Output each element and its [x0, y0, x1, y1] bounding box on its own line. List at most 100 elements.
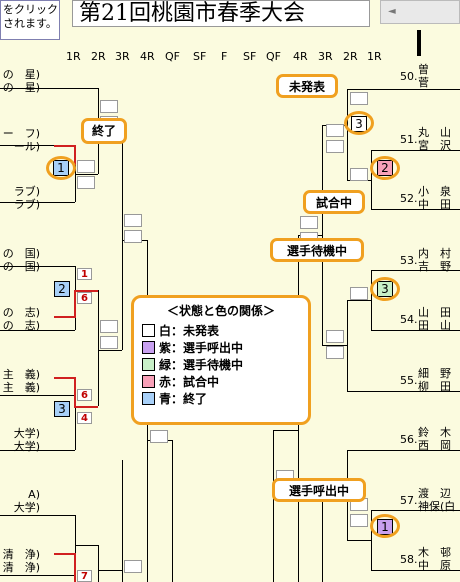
right-player-pair-50[interactable]: 曽 菅 [418, 63, 429, 89]
score-value: 6 [77, 292, 92, 304]
court-status-box[interactable]: 3 [54, 401, 70, 417]
win-line [54, 316, 76, 318]
score-value: 1 [77, 268, 92, 280]
left-player-pair-9[interactable]: 清 浄) 清 浄) [2, 548, 40, 574]
highlight-ring [46, 156, 76, 180]
bracket-line [322, 345, 347, 346]
court-status-box[interactable]: 2 [54, 281, 70, 297]
bracket-line [347, 89, 371, 90]
bracket-line [122, 460, 123, 582]
bracket-line [347, 391, 371, 392]
bracket-line [371, 391, 460, 392]
round-header-right-3r: 3R [318, 50, 333, 63]
callout-not-announced: 未発表 [276, 74, 338, 98]
legend-swatch-red [142, 375, 155, 388]
win-line [74, 290, 98, 292]
right-player-pair-52[interactable]: 小 泉 中 田 [418, 185, 451, 211]
round-header-final: F [221, 50, 228, 63]
bracket-line [0, 202, 75, 203]
bracket-line [98, 290, 99, 406]
bracket-line [371, 270, 372, 330]
round-header-left-1r: 1R [66, 50, 81, 63]
text-cursor-bar [417, 30, 421, 56]
legend-item-green: 緑：選手待機中 [142, 356, 300, 373]
legend-swatch-purple [142, 341, 155, 354]
score-box[interactable] [77, 160, 95, 173]
left-player-pair-5[interactable]: の 志) の 志) [2, 306, 40, 332]
round-header-right-2r: 2R [343, 50, 358, 63]
right-seed-51: 51. [400, 133, 418, 146]
round-header-right-sf: SF [243, 50, 257, 63]
bracket-line [347, 450, 371, 451]
legend-item-white: 白：未発表 [142, 322, 300, 339]
right-seed-50: 50. [400, 70, 418, 83]
score-box[interactable] [350, 92, 368, 105]
highlight-ring [370, 514, 400, 538]
right-player-pair-55[interactable]: 細 野 柳 田 [418, 367, 451, 393]
bracket-line [0, 450, 75, 451]
left-player-pair-8[interactable]: A) 大学) [13, 488, 40, 514]
left-player-pair-3[interactable]: ラブ) ラブ) [13, 185, 40, 211]
right-seed-58: 58. [400, 553, 418, 566]
legend-label: 白：未発表 [159, 324, 220, 338]
score-box[interactable] [100, 336, 118, 349]
bracket-line [347, 300, 348, 391]
legend-item-purple: 紫：選手呼出中 [142, 339, 300, 356]
right-player-pair-56[interactable]: 鈴 木 西 岡 [418, 426, 451, 452]
callout-waiting: 選手待機中 [270, 238, 364, 262]
bracket-line [0, 88, 75, 89]
right-player-pair-51[interactable]: 丸 山 宮 沢 [418, 126, 451, 152]
score-box[interactable] [124, 230, 142, 243]
bracket-line [371, 510, 460, 511]
legend-label: 緑：選手待機中 [159, 358, 244, 372]
bracket-line [75, 395, 76, 450]
horizontal-scrollbar[interactable] [380, 0, 460, 24]
legend-item-red: 赤：試合中 [142, 373, 300, 390]
score-box[interactable] [150, 430, 168, 443]
right-player-pair-53[interactable]: 内 村 吉 野 [418, 247, 451, 273]
bracket-line [0, 515, 75, 516]
left-player-pair-2[interactable]: ー フ) ール) [2, 127, 40, 153]
score-box[interactable] [300, 216, 318, 229]
round-header-left-sf: SF [193, 50, 207, 63]
left-player-pair-1[interactable]: の 星) の 星) [2, 68, 40, 94]
left-player-pair-6[interactable]: 主 義) 主 義) [2, 368, 40, 394]
score-box[interactable] [77, 176, 95, 189]
bracket-line [0, 266, 75, 267]
win-line [54, 377, 76, 379]
scroll-left-arrow-icon[interactable]: ◄ [388, 6, 396, 17]
score-box[interactable] [124, 560, 142, 573]
score-box[interactable] [326, 140, 344, 153]
bracket-line [347, 300, 371, 301]
right-player-pair-57[interactable]: 渡 辺 神保(白 [418, 487, 456, 513]
callout-in-match: 試合中 [303, 190, 365, 214]
callout-calling: 選手呼出中 [272, 478, 366, 502]
score-box[interactable] [326, 124, 344, 137]
score-box[interactable] [350, 287, 368, 300]
win-line [54, 553, 76, 555]
score-box[interactable] [124, 214, 142, 227]
bracket-line [347, 540, 371, 541]
round-header-right-4r: 4R [293, 50, 308, 63]
win-line [74, 377, 76, 407]
score-box[interactable] [326, 346, 344, 359]
instruction-note: をクリック されます。 [0, 0, 60, 40]
left-player-pair-7[interactable]: 大学) 大学) [13, 427, 40, 453]
legend-title: ＜状態と色の関係＞ [166, 304, 275, 318]
right-player-pair-54[interactable]: 山 田 田 山 [418, 306, 451, 332]
score-box[interactable] [100, 100, 118, 113]
bracket-line [371, 450, 460, 451]
score-box[interactable] [100, 320, 118, 333]
round-header-left-3r: 3R [115, 50, 130, 63]
win-line [54, 145, 76, 147]
score-box[interactable] [350, 514, 368, 527]
legend-swatch-blue [142, 392, 155, 405]
left-player-pair-4[interactable]: の 国) の 国) [2, 247, 40, 273]
highlight-ring [344, 111, 374, 135]
right-seed-57: 57. [400, 494, 418, 507]
score-box[interactable] [326, 330, 344, 343]
right-player-pair-58[interactable]: 木 邨 中 原 [418, 546, 451, 572]
legend-label: 紫：選手呼出中 [159, 341, 244, 355]
score-box[interactable] [350, 168, 368, 181]
status-color-legend: ＜状態と色の関係＞ 白：未発表 紫：選手呼出中 緑：選手待機中 赤：試合中 青：… [131, 295, 311, 425]
